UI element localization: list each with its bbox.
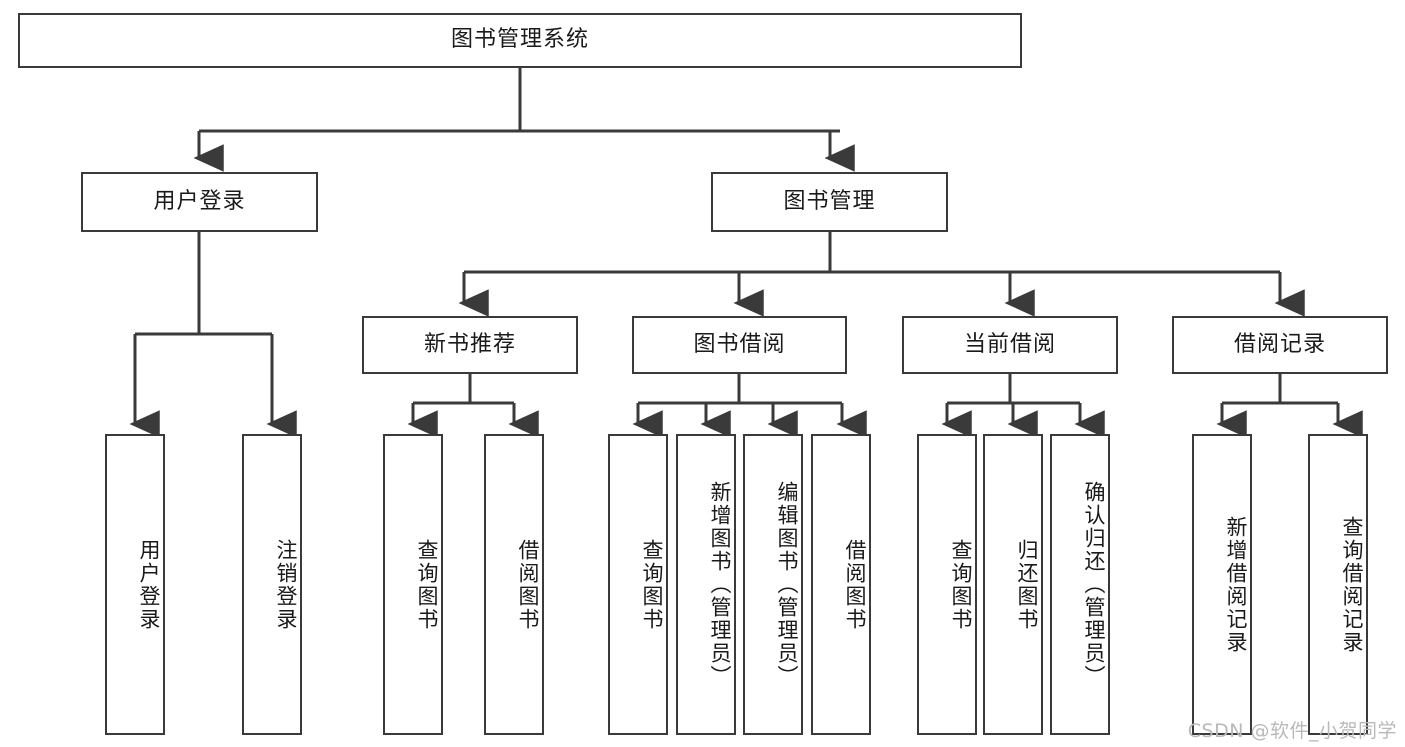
node-user-login[interactable]: 用户登录	[81, 172, 318, 232]
node-label: 新书推荐	[423, 331, 516, 357]
node-book-management[interactable]: 图书管理	[711, 172, 948, 232]
leaf-logout[interactable]: 注销登录	[242, 434, 302, 735]
leaf-add-borrow-record[interactable]: 新增借阅记录	[1192, 434, 1252, 735]
node-new-book-recommend[interactable]: 新书推荐	[362, 316, 578, 374]
node-label: 查询图书	[415, 538, 439, 631]
leaf-edit-book-admin[interactable]: 编辑图书（管理员）	[743, 434, 803, 735]
leaf-add-book-admin[interactable]: 新增图书（管理员）	[676, 434, 736, 735]
node-label: 用户登录	[153, 188, 246, 214]
leaf-user-login[interactable]: 用户登录	[105, 434, 165, 735]
node-label: 编辑图书（管理员）	[775, 481, 799, 688]
node-label: 用户登录	[137, 538, 161, 631]
node-label: 确认归还（管理员）	[1082, 481, 1106, 688]
node-current-borrow[interactable]: 当前借阅	[902, 316, 1118, 374]
leaf-borrow-book[interactable]: 借阅图书	[811, 434, 871, 735]
leaf-confirm-return-admin[interactable]: 确认归还（管理员）	[1050, 434, 1110, 735]
node-label: 借阅记录	[1233, 331, 1326, 357]
node-label: 查询图书	[949, 538, 973, 631]
node-label: 归还图书	[1015, 538, 1039, 631]
leaf-return-book[interactable]: 归还图书	[983, 434, 1043, 735]
node-root-system[interactable]: 图书管理系统	[18, 13, 1022, 68]
node-label: 图书借阅	[693, 331, 786, 357]
node-label: 图书管理系统	[450, 27, 589, 53]
node-label: 借阅图书	[516, 538, 540, 631]
node-label: 查询图书	[640, 538, 664, 631]
leaf-query-book-current[interactable]: 查询图书	[917, 434, 977, 735]
node-label: 当前借阅	[963, 331, 1056, 357]
node-label: 图书管理	[783, 188, 876, 214]
leaf-query-book-new[interactable]: 查询图书	[383, 434, 443, 735]
node-label: 新增借阅记录	[1224, 515, 1248, 654]
leaf-borrow-book-new[interactable]: 借阅图书	[484, 434, 544, 735]
node-borrow-record[interactable]: 借阅记录	[1172, 316, 1388, 374]
node-label: 查询借阅记录	[1340, 515, 1364, 654]
node-label: 注销登录	[274, 538, 298, 631]
node-label: 新增图书（管理员）	[708, 481, 732, 688]
leaf-query-borrow-record[interactable]: 查询借阅记录	[1308, 434, 1368, 735]
node-label: 借阅图书	[843, 538, 867, 631]
leaf-query-book-borrow[interactable]: 查询图书	[608, 434, 668, 735]
node-book-borrow[interactable]: 图书借阅	[632, 316, 847, 374]
